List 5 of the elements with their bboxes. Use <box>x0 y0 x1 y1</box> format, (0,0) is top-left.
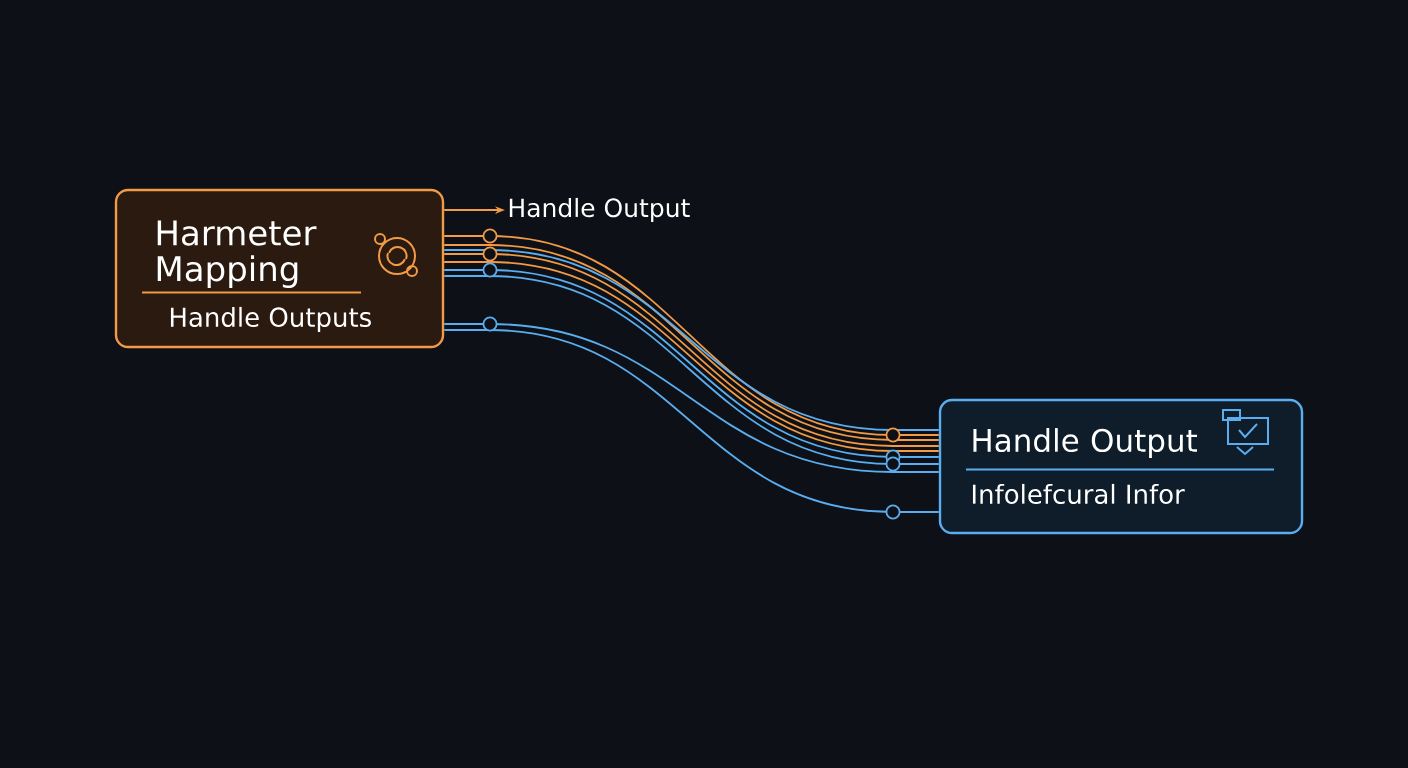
connector-line <box>443 323 940 473</box>
process-box: Handle Output Infolefcural Infor <box>938 398 1304 535</box>
text-label: Handle Output <box>509 197 690 223</box>
connector-line <box>443 329 940 513</box>
process-box: Harmeter Mapping Handle Outputs <box>114 188 445 349</box>
